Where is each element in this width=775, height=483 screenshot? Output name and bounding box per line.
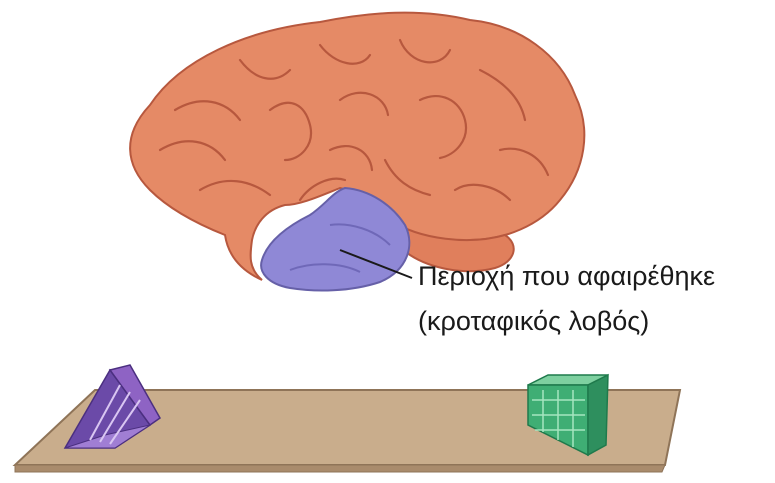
table-front-edge [15,465,665,472]
brain-illustration [130,13,584,291]
annotation-line-2: (κροταφικός λοβός) [418,306,649,336]
annotation-line-1: Περιοχή που αφαιρέθηκε [418,261,715,291]
